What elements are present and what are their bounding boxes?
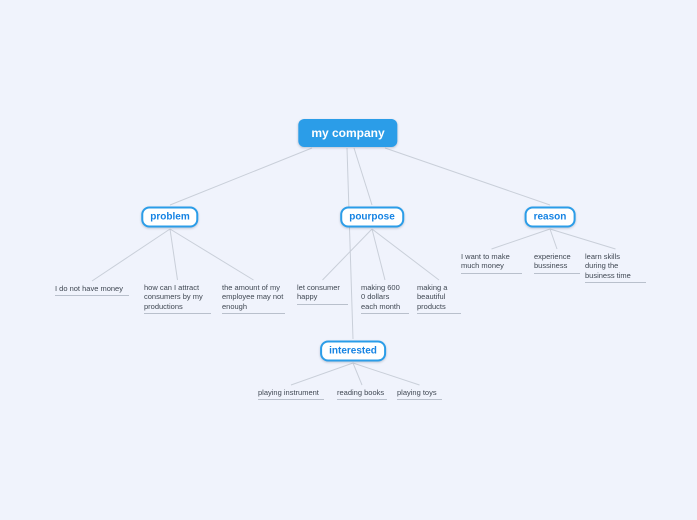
connector-line: [169, 228, 254, 281]
leaf-node-learn-skills[interactable]: learn skills during the business time: [585, 252, 646, 284]
connector-line: [384, 147, 551, 206]
connector-line: [169, 147, 313, 206]
leaf-node-reading-books[interactable]: reading books: [337, 388, 387, 401]
branch-node-reason[interactable]: reason: [524, 206, 576, 228]
connector-line: [371, 228, 440, 281]
leaf-node-making-a[interactable]: making a beautiful products: [417, 283, 461, 315]
connector-line: [491, 228, 551, 250]
branch-node-pourpose[interactable]: pourpose: [340, 206, 404, 228]
connector-line: [549, 228, 558, 250]
leaf-node-i-do-not-have-money[interactable]: I do not have money: [55, 284, 129, 297]
branch-node-interested[interactable]: interested: [320, 340, 386, 362]
leaf-node-playing-toys[interactable]: playing toys: [397, 388, 442, 401]
connector-line: [322, 228, 373, 281]
branch-node-problem[interactable]: problem: [141, 206, 199, 228]
connector-line: [346, 147, 354, 340]
leaf-node-i-want-to-make[interactable]: I want to make much money: [461, 252, 522, 274]
leaf-node-experience[interactable]: experience bussiness: [534, 252, 580, 274]
connector-line: [91, 228, 171, 282]
leaf-node-the-amount-of-my[interactable]: the amount of my employee may not enough: [222, 283, 285, 315]
connector-line: [371, 228, 386, 281]
connector-line: [352, 362, 363, 386]
connector-line: [549, 228, 616, 250]
leaf-node-let-consumer[interactable]: let consumer happy: [297, 283, 348, 305]
connector-line: [169, 228, 178, 281]
connector-line: [352, 362, 420, 386]
root-node-my-company[interactable]: my company: [298, 119, 398, 147]
connector-line: [290, 362, 354, 386]
connector-line: [353, 147, 373, 206]
leaf-node-how-can-i-attract[interactable]: how can I attract consumers by my produc…: [144, 283, 211, 315]
leaf-node-playing-instrument[interactable]: playing instrument: [258, 388, 324, 401]
leaf-node-making-600[interactable]: making 600 0 dollars each month: [361, 283, 409, 315]
